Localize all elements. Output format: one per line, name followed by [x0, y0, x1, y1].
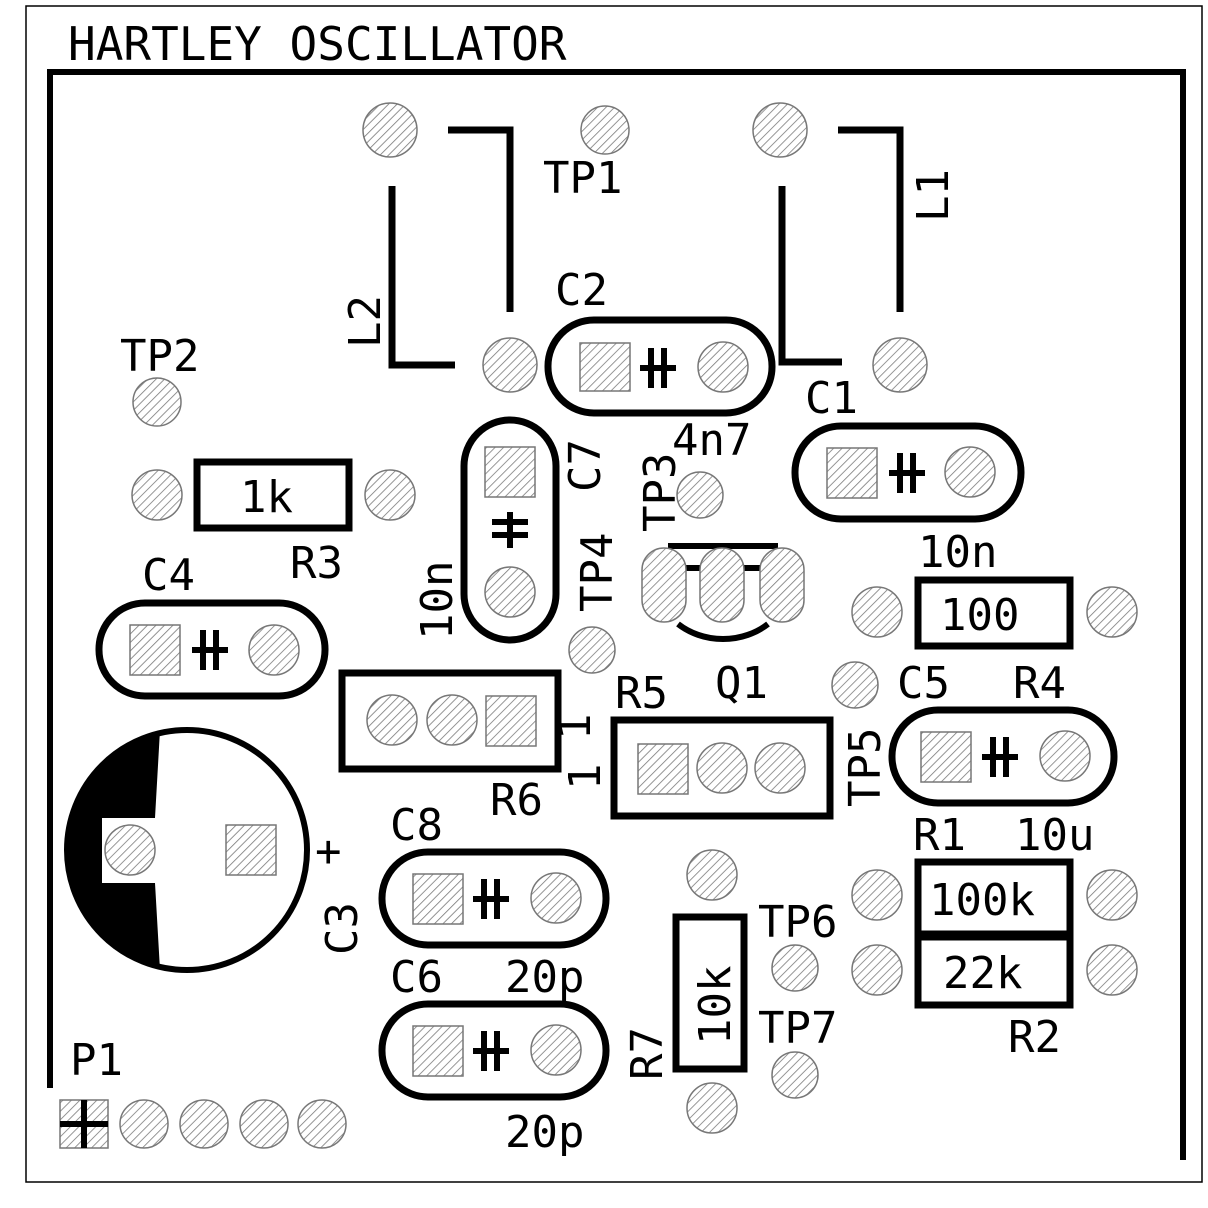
capacitor-c4: C4 [95, 550, 329, 700]
test-point-tp5: TP5 [831, 661, 891, 807]
svg-text:10k: 10k [690, 966, 741, 1045]
svg-text:TP5: TP5 [840, 728, 891, 807]
svg-text:C6: C6 [390, 952, 443, 1003]
svg-text:C4: C4 [142, 550, 195, 601]
svg-text:C5: C5 [897, 658, 950, 709]
resistor-r7: 10k R7 [622, 849, 748, 1134]
trimmer-r6: 1 R6 [338, 669, 601, 826]
trimmer-r5: 1 R5 [560, 668, 834, 820]
resistor-r3: 1k R3 [131, 458, 416, 589]
connector-p1: P1 [59, 1035, 347, 1149]
svg-text:Q1: Q1 [715, 658, 768, 709]
capacitor-c1: C1 10n [791, 373, 1025, 578]
resistor-r1: 100k R1 [851, 810, 1138, 938]
test-point-tp7: TP7 [758, 1003, 837, 1099]
svg-text:R7: R7 [622, 1027, 673, 1080]
svg-text:20p: 20p [505, 952, 584, 1003]
test-point-tp3: TP3 [635, 453, 724, 532]
board-border [47, 69, 1186, 1160]
capacitor-c2: C2 4n7 [544, 265, 776, 466]
svg-text:1: 1 [560, 764, 611, 791]
svg-text:1: 1 [550, 714, 601, 741]
svg-text:TP4: TP4 [572, 533, 623, 612]
svg-text:C7: C7 [560, 439, 611, 492]
svg-text:C1: C1 [805, 373, 858, 424]
svg-text:4n7: 4n7 [672, 415, 751, 466]
resistor-r2: 22k R2 [851, 933, 1138, 1063]
svg-text:L2: L2 [340, 295, 391, 348]
inductor-l1: L1 [752, 102, 959, 393]
svg-text:100: 100 [940, 590, 1019, 641]
svg-text:C3: C3 [317, 902, 368, 955]
svg-text:C2: C2 [555, 265, 608, 316]
svg-text:20p: 20p [505, 1107, 584, 1158]
svg-text:10n: 10n [412, 561, 463, 640]
test-point-tp6: TP6 [758, 897, 837, 992]
resistor-r4: 100 R4 [851, 576, 1138, 709]
svg-text:R4: R4 [1013, 658, 1066, 709]
svg-text:TP2: TP2 [120, 331, 199, 382]
svg-text:R6: R6 [490, 775, 543, 826]
svg-text:1k: 1k [240, 472, 293, 523]
capacitor-c7: C7 10n [412, 416, 611, 644]
test-point-tp4: TP4 [568, 533, 623, 674]
capacitor-c3: + C3 [64, 727, 368, 973]
svg-text:R3: R3 [290, 538, 343, 589]
svg-text:P1: P1 [70, 1035, 123, 1086]
svg-text:TP3: TP3 [635, 453, 686, 532]
svg-text:R5: R5 [615, 668, 668, 719]
svg-text:L1: L1 [908, 169, 959, 222]
board-outline [25, 5, 1203, 1183]
svg-text:22k: 22k [943, 948, 1022, 999]
svg-text:C8: C8 [390, 800, 443, 851]
svg-text:10u: 10u [1015, 810, 1094, 861]
inductor-l2: L2 [340, 102, 538, 393]
svg-text:10n: 10n [918, 527, 997, 578]
svg-text:+: + [315, 826, 342, 877]
capacitor-c5: C5 10u [888, 658, 1118, 861]
svg-text:TP1: TP1 [543, 153, 622, 204]
svg-text:TP6: TP6 [758, 897, 837, 948]
capacitor-c6: C6 20p [378, 952, 610, 1158]
test-point-tp2: TP2 [120, 331, 199, 427]
svg-text:R1: R1 [913, 810, 966, 861]
transistor-q1: Q1 [641, 543, 805, 709]
svg-text:R2: R2 [1008, 1012, 1061, 1063]
svg-text:TP7: TP7 [758, 1003, 837, 1054]
svg-text:100k: 100k [929, 875, 1035, 926]
test-point-tp1: TP1 [543, 105, 630, 204]
board-title: HARTLEY OSCILLATOR [68, 17, 567, 71]
capacitor-c8: C8 20p [378, 800, 610, 1003]
